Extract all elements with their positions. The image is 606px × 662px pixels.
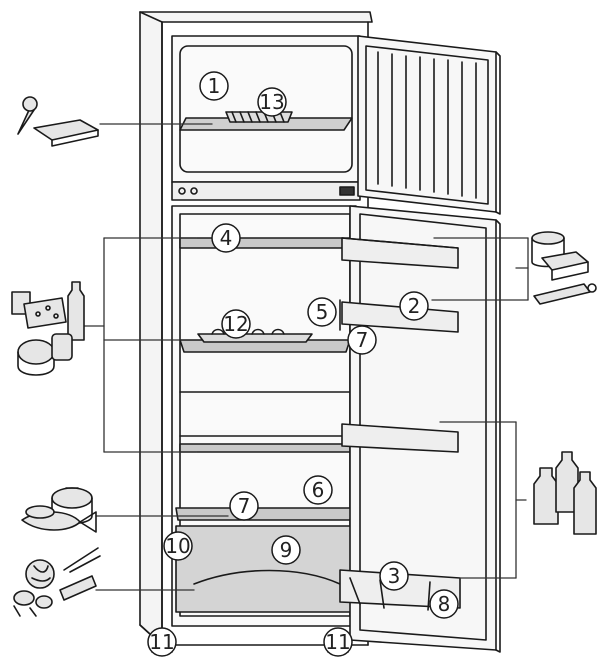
fish-and-pot-icon (21, 487, 97, 533)
callout-6-label: 6 (312, 478, 325, 502)
callout-8-label: 8 (438, 592, 451, 616)
callout-11-right: 11 (323, 627, 353, 657)
callout-1-label: 1 (208, 74, 221, 98)
callout-12: 12 (221, 309, 251, 339)
callout-12-label: 12 (223, 312, 248, 336)
callout-4: 4 (211, 223, 241, 253)
callout-7-upper-label: 7 (356, 328, 369, 352)
callout-11-left: 11 (147, 627, 177, 657)
callout-10: 10 (163, 531, 193, 561)
callout-8: 8 (429, 589, 459, 619)
callout-11-left-label: 11 (149, 630, 174, 654)
callout-5: 5 (307, 297, 337, 327)
callout-4-label: 4 (220, 226, 233, 250)
vegetables-icon (13, 547, 101, 617)
callout-6: 6 (303, 475, 333, 505)
dairy-and-jars-icon (11, 281, 85, 376)
callout-7-upper: 7 (347, 325, 377, 355)
callout-10-label: 10 (165, 534, 190, 558)
callout-7-lower: 7 (229, 491, 259, 521)
callout-3-label: 3 (388, 564, 401, 588)
leader-lines (83, 123, 529, 591)
callout-5-label: 5 (316, 300, 329, 324)
callout-13-label: 13 (259, 90, 284, 114)
glass-shelf-bottom (179, 443, 351, 453)
callout-9-label: 9 (280, 538, 293, 562)
glass-shelf-top (179, 237, 351, 249)
callout-2: 2 (399, 291, 429, 321)
callout-9: 9 (271, 535, 301, 565)
callout-13: 13 (257, 87, 287, 117)
callout-11-right-label: 11 (325, 630, 350, 654)
door-bin-middle (341, 423, 459, 453)
crisper-cover (175, 507, 353, 521)
callout-2-label: 2 (408, 294, 421, 318)
callout-7-lower-label: 7 (238, 494, 251, 518)
door-bin-top (341, 237, 459, 269)
crisper-drawer (175, 525, 353, 613)
callout-3: 3 (379, 561, 409, 591)
fridge-light-panel (179, 299, 351, 437)
freezer-door (357, 35, 501, 215)
bottles-icon (533, 451, 597, 535)
callout-1: 1 (199, 71, 229, 101)
frozen-food-icon (17, 96, 99, 147)
freezer-shelf (179, 117, 353, 131)
jar-and-butter-icon (531, 231, 597, 305)
